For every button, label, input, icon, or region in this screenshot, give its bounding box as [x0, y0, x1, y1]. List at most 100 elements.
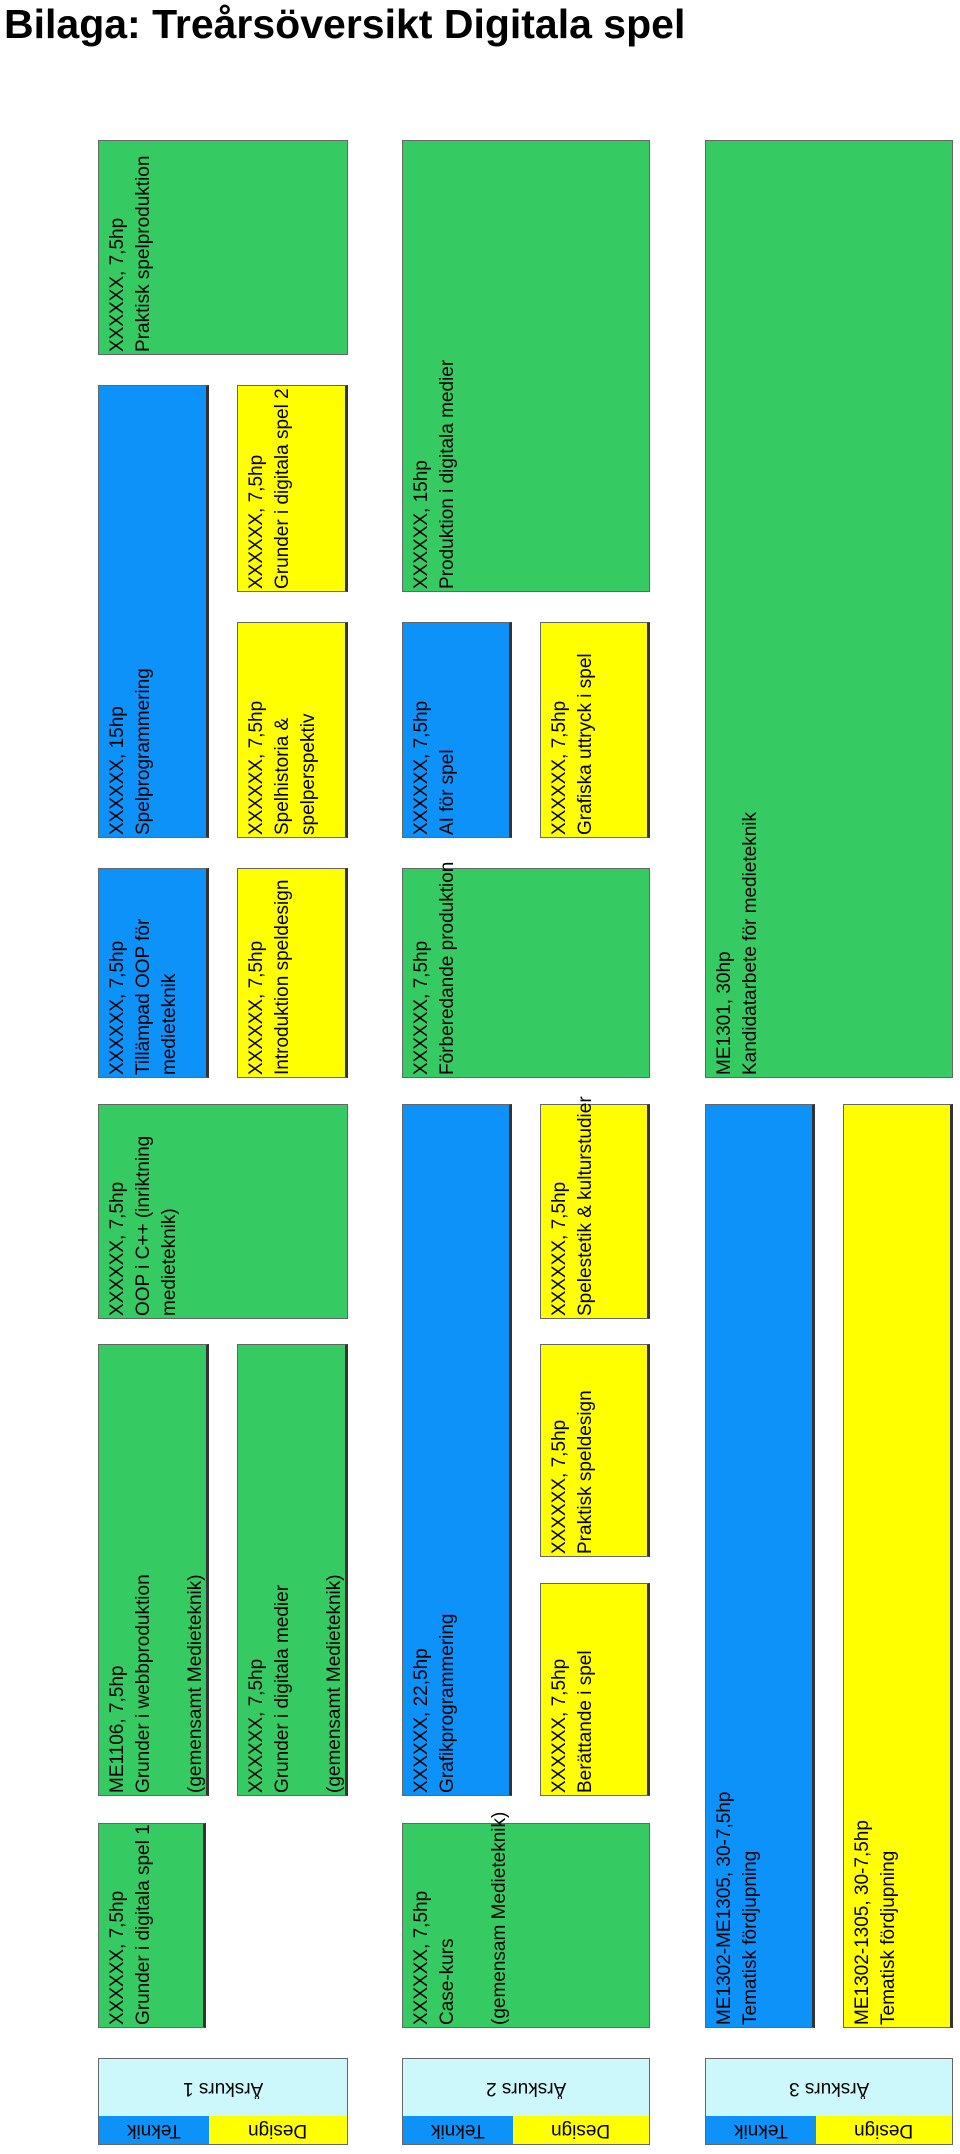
course-name: Grafikprogrammering	[437, 1613, 458, 1794]
design-label: Design	[816, 2116, 952, 2144]
course-name: Introduktion speldesign	[272, 879, 293, 1075]
year-label: Årskurs 3	[706, 2059, 952, 2116]
course-code: ME1106, 7,5hp	[107, 1665, 128, 1793]
course-code: XXXXXX, 7,5hp	[411, 700, 432, 835]
course-code: XXXXXX, 7,5hp	[549, 1419, 570, 1554]
course-code: ME1302-1305, 30-7,5hp	[852, 1820, 873, 2025]
page-title: Bilaga: Treårsöversikt Digitala spel	[4, 1, 686, 47]
course-code: XXXXXX, 7,5hp	[107, 217, 128, 352]
course-note: (gemensam Medieteknik)	[489, 1811, 510, 2025]
course-name: Berättande i spel	[575, 1650, 596, 1793]
course-name: Spelprogrammering	[133, 668, 154, 835]
course-name: AI för spel	[437, 749, 458, 835]
year-label: Årskurs 2	[403, 2059, 649, 2116]
course-name: Tematisk fördjupning	[878, 1850, 899, 2025]
course-name: Praktisk speldesign	[575, 1390, 596, 1554]
course-note: (gemensamt Medieteknik)	[185, 1574, 206, 1793]
course-name-cont: medieteknik)	[159, 1208, 180, 1316]
course-name: Spelhistoria &	[272, 717, 293, 835]
course-name: Kandidatarbete för medieteknik	[740, 812, 761, 1075]
course-code: XXXXXX, 7,5hp	[549, 700, 570, 835]
course-name: OOP i C++ (inriktning	[133, 1135, 154, 1316]
course-name: Förberedande produktion	[437, 861, 458, 1075]
course-name: Praktisk spelproduktion	[133, 155, 154, 352]
teknik-label: Teknik	[706, 2116, 816, 2144]
course-code: XXXXXX, 22,5hp	[411, 1648, 432, 1793]
course-code: XXXXXX, 7,5hp	[246, 454, 267, 589]
course-code: XXXXXX, 7,5hp	[246, 700, 267, 835]
design-label: Design	[209, 2116, 347, 2144]
design-label: Design	[513, 2116, 649, 2144]
course-code: XXXXXX, 7,5hp	[107, 1890, 128, 2025]
course-name: Grunder i webbproduktion	[133, 1574, 154, 1793]
course-code: XXXXXX, 7,5hp	[107, 940, 128, 1075]
course-name-cont: spelperspektiv	[298, 713, 319, 835]
course-code: ME1302-ME1305, 30-7,5hp	[714, 1791, 735, 2025]
course-code: XXXXXX, 7,5hp	[549, 1658, 570, 1793]
year-label: Årskurs 1	[99, 2059, 347, 2116]
course-code: XXXXXX, 15hp	[107, 706, 128, 835]
course-code: XXXXXX, 7,5hp	[107, 1181, 128, 1316]
course-name: Spelestetik & kulturstudier	[575, 1096, 596, 1316]
course-name: Tillämpad OOP för	[133, 918, 154, 1075]
course-name: Case-kurs	[437, 1938, 458, 2025]
course-code: XXXXXX, 7,5hp	[246, 1658, 267, 1793]
course-code: XXXXXX, 7,5hp	[246, 940, 267, 1075]
course-code: XXXXXX, 7,5hp	[411, 940, 432, 1075]
course-name-cont: medieteknik	[159, 973, 180, 1075]
course-code: XXXXXX, 7,5hp	[549, 1181, 570, 1316]
teknik-label: Teknik	[403, 2116, 513, 2144]
course-name: Grunder i digitala spel 2	[272, 388, 293, 589]
course-code: XXXXXX, 15hp	[411, 460, 432, 589]
teknik-label: Teknik	[99, 2116, 209, 2144]
course-note: (gemensamt Medieteknik)	[324, 1574, 345, 1793]
course-name: Tematisk fördjupning	[740, 1850, 761, 2025]
course-name: Grafiska uttryck i spel	[575, 653, 596, 835]
course-code: XXXXXX, 7,5hp	[411, 1890, 432, 2025]
course-name: Grunder i digitala medier	[272, 1584, 293, 1793]
